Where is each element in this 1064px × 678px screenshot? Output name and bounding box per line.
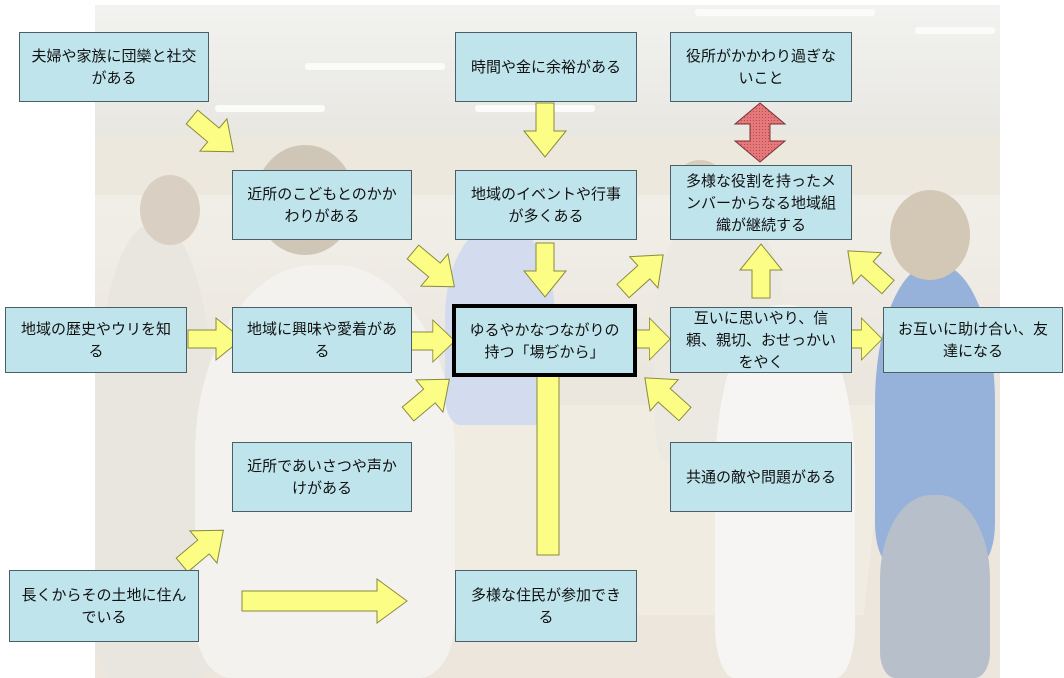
node-diverse-residents: 多様な住民が参加できる [455,570,637,642]
ceiling-light [215,105,325,112]
arrow-icon [644,377,692,422]
person-jeans [880,495,990,678]
node-common-problem: 共通の敵や問題がある [670,442,852,512]
node-help-friends: お互いに助け合い、友達になる [883,307,1063,373]
person-head [890,190,970,280]
person-head [140,175,200,245]
node-local-history: 地域の歴史やウリを知る [5,307,187,373]
node-government-limits: 役所がかかわり過ぎないこと [670,32,852,102]
arrow-icon [187,316,243,362]
arrow-icon [406,244,455,288]
node-local-attachment: 地域に興味や愛着がある [232,307,412,373]
node-greetings: 近所であいさつや声かけがある [232,442,412,512]
arrow-icon [408,318,456,364]
arrow-icon [522,102,568,158]
node-community-org: 多様な役割を持ったメンバーからなる地域組織が継続する [670,165,852,240]
arrow-icon [616,254,664,299]
node-local-events: 地域のイベントや行事が多くある [455,170,637,240]
ceiling-light [915,27,995,34]
node-family-social: 夫婦や家族に団欒と社交がある [19,32,209,102]
node-center-place-power: ゆるやかなつながりの持つ「場ぢから」 [452,304,637,377]
arrow-icon [738,243,784,299]
node-mutual-care: 互いに思いやり、信頼、親切、おせっかいをやく [670,307,852,373]
node-long-residence: 長くからその土地に住んでいる [9,570,199,642]
double-arrow-icon [733,102,787,163]
arrow-icon [847,250,895,295]
ceiling-light [305,63,445,70]
arrow-icon [185,109,234,153]
arrow-icon [241,578,408,624]
arrow-icon [401,378,450,422]
node-time-money: 時間や金に余裕がある [455,32,637,102]
node-neighbor-children: 近所のこどもとのかかわりがある [232,170,412,240]
ceiling-light [695,9,875,16]
arrow-icon [522,242,568,298]
arrow-icon [175,529,224,573]
ceiling-light [475,105,595,112]
